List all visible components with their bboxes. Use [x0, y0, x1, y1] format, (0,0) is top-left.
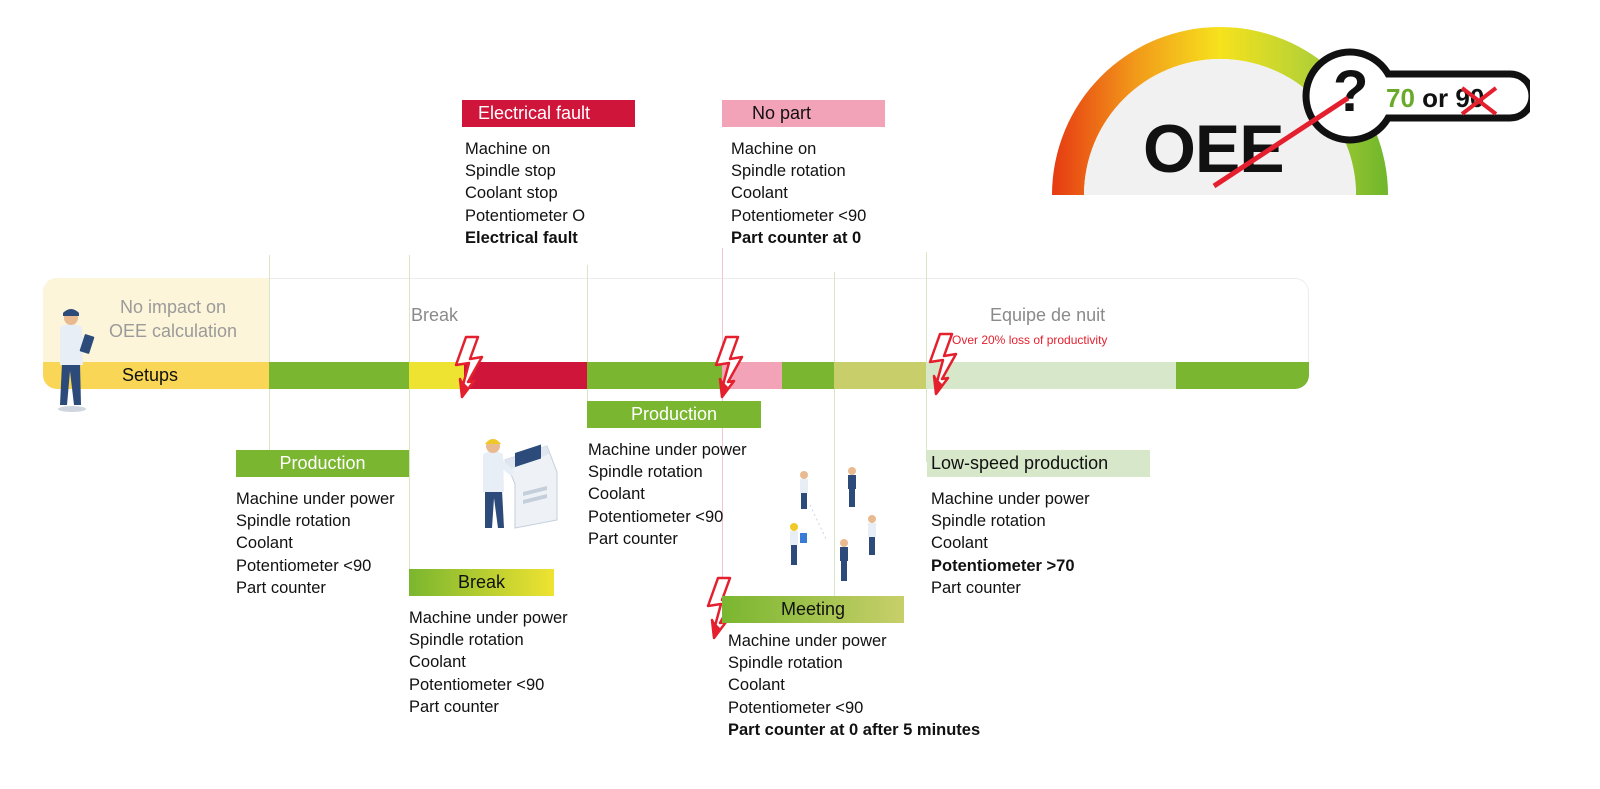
production-2-details: Machine under power Spindle rotation Coo…: [588, 439, 747, 550]
oee-title: OEE: [1143, 111, 1285, 187]
detail-line: Potentiometer <90: [409, 675, 545, 694]
person: [848, 467, 856, 507]
meeting-group-icon: [790, 467, 876, 581]
detail-line: Part counter: [931, 578, 1021, 597]
lightning-bolt-icon: [928, 332, 958, 396]
detail-line: Part counter: [588, 529, 678, 548]
detail-line: Potentiometer <90: [236, 556, 372, 575]
detail-line: Part counter: [409, 697, 499, 716]
no-impact-label: No impact on OEE calculation: [88, 295, 258, 343]
lightning-bolt-icon: [454, 335, 484, 399]
detail-line-bold: Part counter at 0: [731, 228, 862, 247]
no-impact-label-line: OEE calculation: [108, 321, 238, 341]
oee-value-joiner: or: [1422, 83, 1449, 113]
strike-lines: [1212, 86, 1498, 189]
divider-line: [269, 255, 270, 460]
detail-line: Machine under power: [236, 490, 395, 508]
detail-line: Coolant: [728, 676, 785, 695]
production-2-header: Production: [587, 401, 761, 428]
divider-line: [587, 265, 588, 410]
detail-line: Machine under power: [409, 609, 568, 627]
segment-production: [269, 362, 409, 389]
detail-line: Spindle rotation: [409, 631, 524, 650]
segment-production: [587, 362, 722, 389]
detail-line: Coolant stop: [465, 184, 558, 203]
question-mark: ?: [1333, 59, 1369, 124]
segment-production: [782, 362, 834, 389]
electrical-fault-details: Machine on Spindle stop Coolant stop Pot…: [465, 138, 585, 249]
detail-line: Potentiometer <90: [588, 507, 724, 526]
detail-line: Coolant: [236, 534, 293, 553]
question-bubble: [1302, 48, 1530, 144]
no-part-header: No part: [722, 100, 885, 127]
no-impact-label-line: No impact on: [119, 297, 227, 317]
segment-production: [1176, 362, 1309, 389]
detail-line: Coolant: [409, 653, 466, 672]
person: [868, 515, 876, 555]
person: [800, 471, 808, 509]
person: [790, 523, 807, 565]
break-details: Machine under power Spindle rotation Coo…: [409, 607, 568, 718]
lightning-bolt-icon: [714, 335, 744, 399]
detail-line: Coolant: [731, 184, 788, 203]
divider-line: [926, 252, 927, 462]
segment-meeting: [834, 362, 926, 389]
detail-line: Machine under power: [931, 490, 1090, 508]
setups-label: Setups: [122, 365, 179, 385]
low-speed-header: Low-speed production: [927, 450, 1150, 477]
segment-electrical-fault: [464, 362, 587, 389]
meeting-header: Meeting: [722, 596, 904, 623]
gauge-face: [1084, 59, 1356, 195]
production-1-header: Production: [236, 450, 409, 477]
detail-line: Coolant: [931, 534, 988, 553]
detail-line: Potentiometer O: [465, 206, 586, 225]
gauge-arc: [1052, 27, 1388, 195]
electrical-fault-header: Electrical fault: [462, 100, 635, 127]
detail-line: Spindle rotation: [588, 463, 703, 482]
worker-with-clipboard-icon: [58, 309, 95, 412]
no-part-details: Machine on Spindle rotation Coolant Pote…: [731, 138, 866, 249]
detail-line-bold: Electrical fault: [465, 228, 578, 247]
oee-gauge: [1052, 27, 1388, 195]
segment-break: [409, 362, 464, 389]
detail-line-bold: Potentiometer >70: [931, 556, 1075, 575]
detail-line: Potentiometer <90: [731, 206, 867, 225]
detail-line-bold: Part counter at 0 after 5 minutes: [728, 720, 981, 739]
worker-at-control-panel-icon: [483, 439, 558, 529]
divider-line: [834, 272, 835, 602]
production-1-details: Machine under power Spindle rotation Coo…: [236, 488, 395, 599]
detail-line: Spindle rotation: [236, 512, 351, 531]
detail-line: Machine on: [465, 140, 551, 158]
oee-value-main: 70: [1386, 83, 1415, 113]
detail-line: Potentiometer <90: [728, 698, 864, 717]
segment-low-speed: [926, 362, 1176, 389]
loss-note: Over 20% loss of productivity: [952, 333, 1108, 347]
detail-line: Machine under power: [728, 632, 887, 650]
divider-line: [409, 255, 410, 573]
low-speed-details: Machine under power Spindle rotation Coo…: [931, 488, 1090, 599]
person: [840, 539, 848, 581]
detail-line: Spindle rotation: [931, 512, 1046, 531]
night-zone-label: Equipe de nuit: [990, 305, 1106, 325]
detail-line: Machine under power: [588, 441, 747, 459]
break-header: Break: [409, 569, 554, 596]
break-zone-label: Break: [411, 305, 459, 325]
detail-line: Machine on: [731, 140, 817, 158]
detail-line: Part counter: [236, 578, 326, 597]
segment-setups: [43, 362, 269, 389]
detail-line: Spindle rotation: [728, 654, 843, 673]
meeting-details: Machine under power Spindle rotation Coo…: [728, 630, 980, 741]
detail-line: Spindle stop: [465, 162, 556, 181]
detail-line: Coolant: [588, 485, 645, 504]
detail-line: Spindle rotation: [731, 162, 846, 181]
